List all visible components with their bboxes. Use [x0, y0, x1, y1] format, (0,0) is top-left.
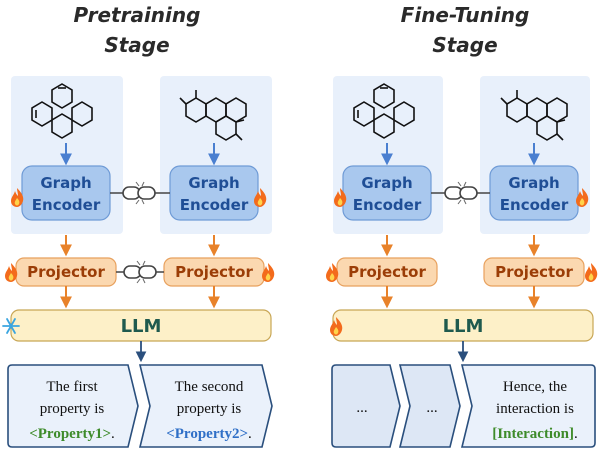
output-text: property is [177, 401, 242, 417]
graph-encoder-block: Graph Encoder [489, 165, 579, 221]
output-text: [Interaction]. [492, 426, 577, 442]
output-text: property is [40, 401, 105, 417]
output-text: <Property2>. [166, 426, 252, 442]
llm-label: LLM [121, 316, 162, 337]
pretraining-title-line1: Pretraining [74, 3, 201, 27]
output-text: The second [175, 379, 244, 395]
projector-label: Projector [495, 263, 573, 281]
output-token-final: Hence, the interaction is [Interaction]. [460, 364, 596, 448]
llm-block: LLM [332, 309, 594, 342]
fire-icon [585, 263, 598, 282]
output-text: interaction is [496, 401, 574, 417]
output-text: The first [46, 379, 98, 395]
projector-label: Projector [348, 263, 426, 281]
graph-encoder-label: Graph [361, 174, 412, 192]
projector-block: Projector [336, 257, 438, 287]
graph-encoder-label: Graph [508, 174, 559, 192]
link-chain-icon [123, 260, 157, 284]
output-text: <Property1>. [29, 426, 115, 442]
graph-encoder-label: Encoder [353, 196, 422, 214]
graph-encoder-block: Graph Encoder [342, 165, 432, 221]
graph-encoder-label: Graph [188, 174, 239, 192]
output-token-ellipsis: ... [331, 364, 401, 448]
property1-token: <Property1> [29, 426, 111, 442]
ellipsis-text: ... [426, 400, 437, 416]
finetuning-title-line2: Stage [432, 33, 497, 57]
graph-encoder-label: Encoder [500, 196, 569, 214]
link-chain-icon [444, 181, 478, 205]
snowflake-icon [2, 318, 20, 334]
projector-block: Projector [15, 257, 117, 287]
projector-block: Projector [163, 257, 265, 287]
graph-encoder-label: Graph [40, 174, 91, 192]
link-chain-icon [122, 181, 156, 205]
pretraining-title-line2: Stage [104, 33, 169, 57]
property2-token: <Property2> [166, 426, 248, 442]
interaction-token: [Interaction] [492, 426, 574, 442]
projector-block: Projector [483, 257, 585, 287]
llm-block: LLM [10, 309, 272, 342]
projector-label: Projector [27, 263, 105, 281]
output-token-second: The second property is <Property2>. [138, 364, 273, 448]
projector-label: Projector [175, 263, 253, 281]
output-token-ellipsis: ... [398, 364, 461, 448]
llm-label: LLM [443, 316, 484, 337]
output-text: Hence, the [503, 379, 567, 395]
finetuning-title-line1: Fine-Tuning [401, 3, 530, 27]
graph-encoder-block: Graph Encoder [21, 165, 111, 221]
output-token-first: The first property is <Property1>. [7, 364, 139, 448]
graph-encoder-block: Graph Encoder [169, 165, 259, 221]
graph-encoder-label: Encoder [180, 196, 249, 214]
graph-encoder-label: Encoder [32, 196, 101, 214]
ellipsis-text: ... [356, 400, 367, 416]
